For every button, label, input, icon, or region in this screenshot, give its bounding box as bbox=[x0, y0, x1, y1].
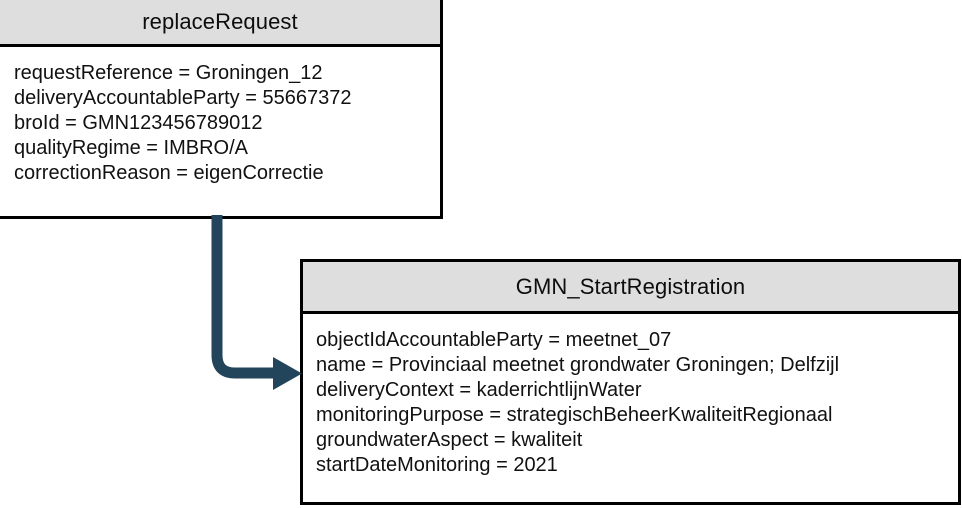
uml-attribute: correctionReason = eigenCorrectie bbox=[14, 162, 324, 184]
uml-attribute: name = Provinciaal meetnet grondwater Gr… bbox=[316, 354, 840, 376]
uml-attribute: qualityRegime = IMBRO/A bbox=[14, 137, 248, 159]
uml-attribute: deliveryAccountableParty = 55667372 bbox=[14, 87, 352, 109]
connector-line bbox=[211, 215, 275, 379]
uml-node-replacerequest[interactable]: replaceRequest requestReference = Gronin… bbox=[0, 0, 443, 219]
uml-attribute: deliveryContext = kaderrichtlijnWater bbox=[316, 379, 642, 401]
uml-attribute: broId = GMN123456789012 bbox=[14, 112, 263, 134]
uml-attribute: monitoringPurpose = strategischBeheerKwa… bbox=[316, 404, 833, 426]
uml-attribute: groundwaterAspect = kwaliteit bbox=[316, 429, 583, 451]
uml-node-body-gmn-startregistration: objectIdAccountableParty = meetnet_07 na… bbox=[303, 314, 958, 478]
uml-attribute: requestReference = Groningen_12 bbox=[14, 62, 323, 84]
uml-node-gmn-startregistration[interactable]: GMN_StartRegistration objectIdAccountabl… bbox=[300, 259, 961, 505]
uml-node-body-replacerequest: requestReference = Groningen_12 delivery… bbox=[0, 47, 440, 186]
arrowhead-icon bbox=[273, 357, 302, 390]
uml-node-title-replacerequest: replaceRequest bbox=[0, 0, 440, 47]
uml-attribute: objectIdAccountableParty = meetnet_07 bbox=[316, 329, 672, 351]
uml-node-title-gmn-startregistration: GMN_StartRegistration bbox=[303, 262, 958, 314]
uml-attribute: startDateMonitoring = 2021 bbox=[316, 454, 558, 476]
connector-arrow-replacerequest-to-gmn-startregistration bbox=[211, 215, 302, 390]
